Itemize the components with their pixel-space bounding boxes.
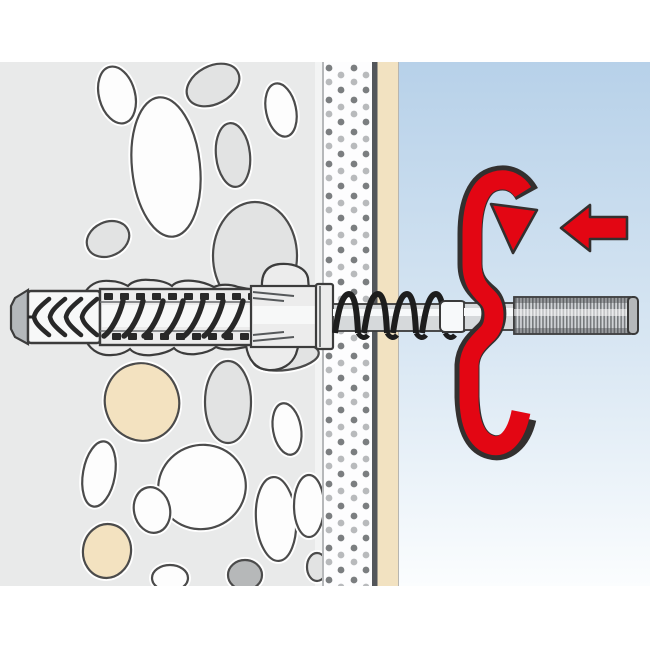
wood-thread-coil: [332, 290, 361, 334]
shank-collar: [439, 300, 467, 333]
aggregate-stone: [81, 440, 117, 508]
aggregate-stone: [185, 62, 241, 108]
plug-upper-lobe: [260, 262, 311, 292]
plug-collar: [314, 282, 335, 351]
aggregate-stone: [96, 65, 138, 125]
plug-chevron-mark: [63, 296, 84, 338]
wood-thread-coil: [390, 290, 419, 334]
aggregate-stone: [150, 563, 190, 586]
rotation-arrowhead: [489, 202, 539, 255]
aggregate-stones: [79, 62, 322, 586]
thread-end-cap: [627, 296, 639, 335]
threaded-screw: [332, 290, 639, 340]
plug-chevron-mark: [79, 296, 100, 338]
wall-plug: [9, 262, 335, 372]
aggregate-stone: [271, 402, 303, 456]
aggregate-stone: [85, 219, 131, 259]
plug-chevron-mark: [31, 296, 52, 338]
insert-direction-arrow-icon: [559, 203, 629, 253]
rotation-direction-arrow-icon: [454, 165, 539, 461]
plug-chevron-mark: [47, 296, 68, 338]
aggregate-stone: [264, 82, 298, 138]
wood-thread-coil: [361, 290, 390, 334]
plug-rib: [101, 298, 126, 339]
aggregate-stone: [226, 558, 264, 586]
rotation-ribbon: [459, 170, 532, 456]
push-left-arrow: [559, 203, 629, 253]
aggregate-stone: [81, 522, 133, 580]
figure-content: [0, 62, 650, 586]
plug-rib: [181, 298, 206, 339]
plug-rib: [221, 298, 246, 339]
plug-lower-flap: [244, 342, 301, 372]
aggregate-stone: [132, 486, 172, 534]
aggregate-stone: [214, 122, 252, 188]
aggregate-stone: [203, 359, 253, 445]
plug-rib: [121, 298, 146, 339]
plug-rib: [201, 298, 226, 339]
plug-rib: [141, 298, 166, 339]
aggregate-stone: [103, 362, 181, 442]
plug-tip: [9, 288, 30, 346]
plug-rib: [161, 298, 186, 339]
aggregate-stone: [305, 551, 322, 583]
aggregate-stone: [292, 473, 322, 539]
